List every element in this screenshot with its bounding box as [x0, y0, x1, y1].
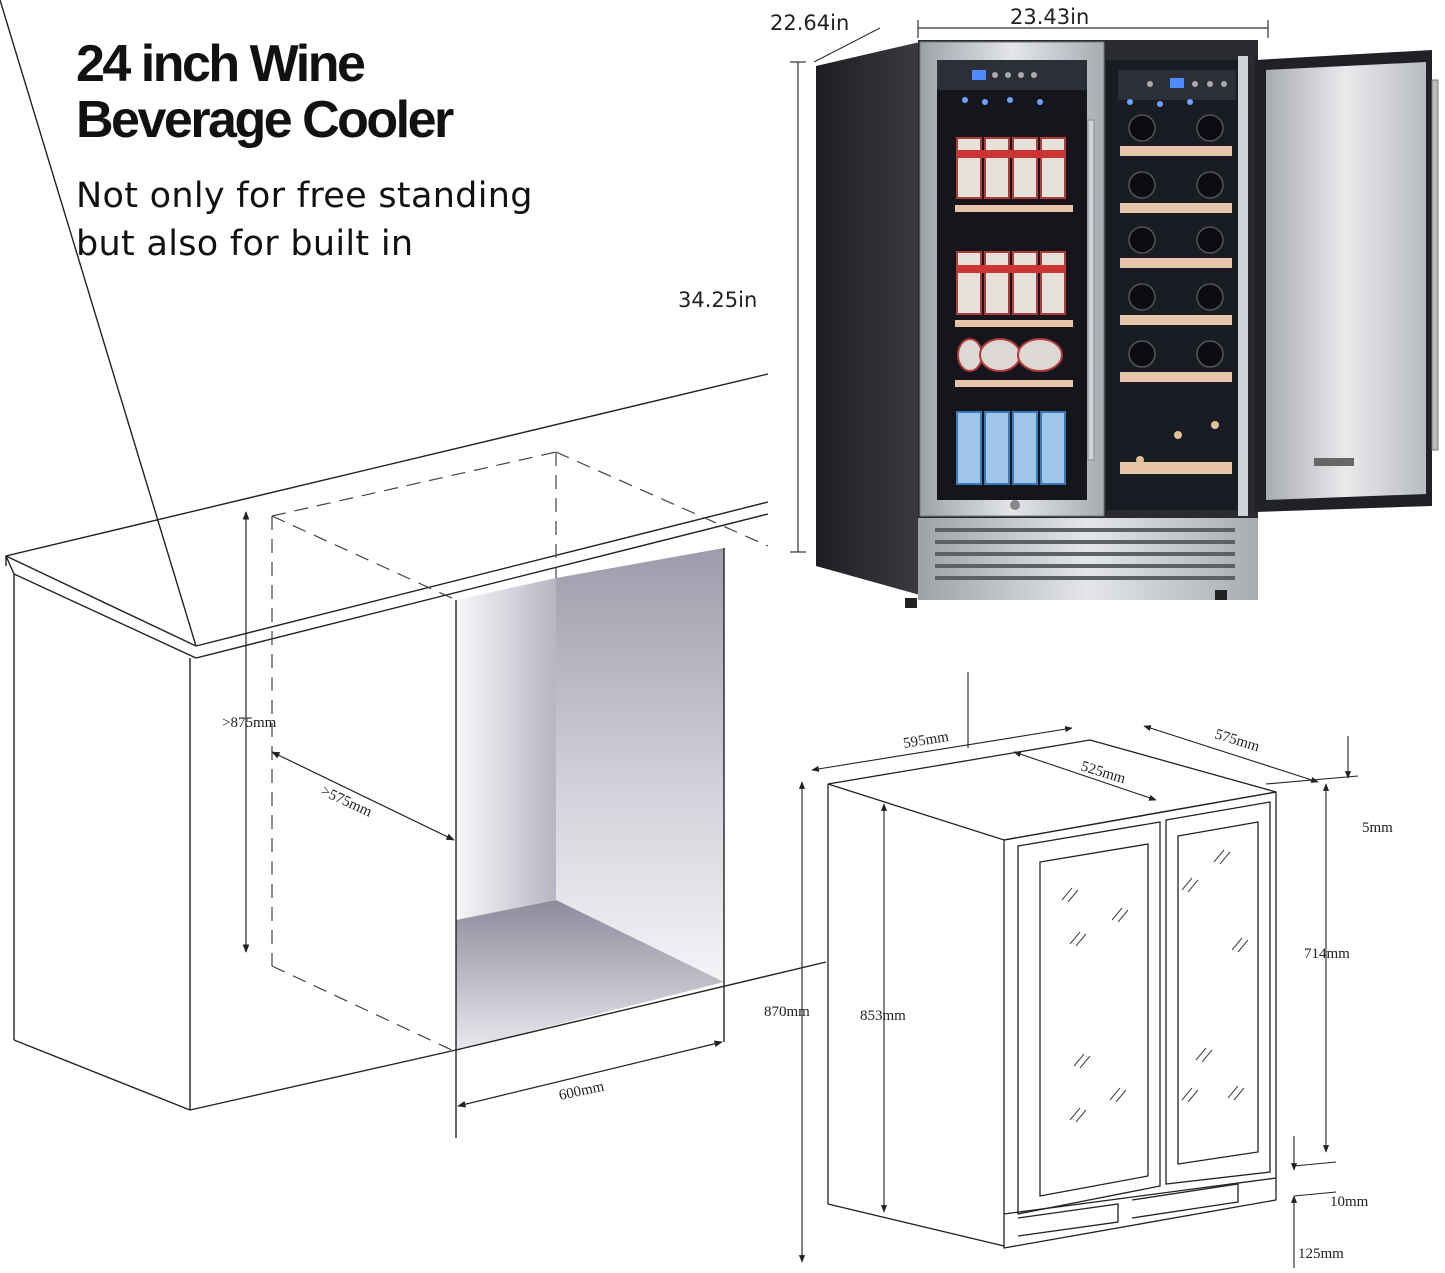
photo-depth-label: 22.64in	[770, 11, 849, 35]
headline: 24 inch Wine Beverage Cooler	[76, 35, 454, 149]
appliance-door-height-label: 714mm	[1304, 946, 1350, 962]
appliance-top-gap-label: 5mm	[1362, 820, 1393, 836]
cooler-foot-right	[1215, 590, 1227, 600]
cabinet-height-label: >875mm	[222, 715, 277, 731]
door-lock	[1010, 500, 1020, 510]
appliance-dimension-arrows	[798, 672, 1359, 1268]
niche-left-wall	[456, 578, 556, 920]
photo-height-label: 34.25in	[678, 288, 757, 312]
cabinet-width-label: 600mm	[558, 1079, 606, 1104]
subheadline: Not only for free standing but also for …	[76, 172, 533, 268]
appliance-body-height-label: 853mm	[860, 1008, 906, 1024]
right-compartment-wine	[1106, 56, 1248, 516]
product-photo: 23.43in 22.64in 34.25in	[678, 5, 1439, 608]
built-in-cabinet-drawing: >875mm >575mm 600mm	[0, 0, 827, 1138]
cooler-foot-left	[905, 598, 917, 608]
appliance-width-label: 595mm	[902, 729, 950, 752]
left-door-beverage	[919, 41, 1105, 517]
vent-slots	[935, 528, 1235, 580]
cabinet-depth-label: >575mm	[318, 783, 374, 821]
cabinet-dimension-arrows	[242, 511, 723, 1108]
appliance-door-depth-label: 525mm	[1079, 759, 1128, 788]
cooler-side-panel	[816, 42, 920, 595]
appliance-leg-gap-label: 10mm	[1330, 1194, 1369, 1210]
appliance-base-height-label: 125mm	[1298, 1246, 1344, 1262]
niche-floor	[456, 900, 724, 1050]
niche-back-wall	[556, 548, 724, 982]
open-glass-door	[1255, 50, 1439, 512]
headline-line-2: Beverage Cooler	[76, 91, 454, 149]
appliance-total-height-label: 870mm	[764, 1004, 810, 1020]
photo-dimension-lines	[790, 20, 1269, 553]
left-door-handle	[1087, 119, 1095, 461]
photo-width-label: 23.43in	[1010, 5, 1089, 29]
cabinet-hidden-lines	[271, 451, 769, 1053]
subheadline-line-2: but also for built in	[76, 224, 414, 264]
cabinet-outline	[0, 0, 827, 1138]
appliance-line-drawing: 595mm 575mm 525mm 5mm 714mm 870mm 853mm …	[764, 672, 1393, 1268]
headline-line-1: 24 inch Wine	[76, 35, 366, 93]
subheadline-line-1: Not only for free standing	[76, 176, 533, 216]
glass-reflections	[1061, 849, 1249, 1123]
appliance-outline	[827, 739, 1277, 1249]
